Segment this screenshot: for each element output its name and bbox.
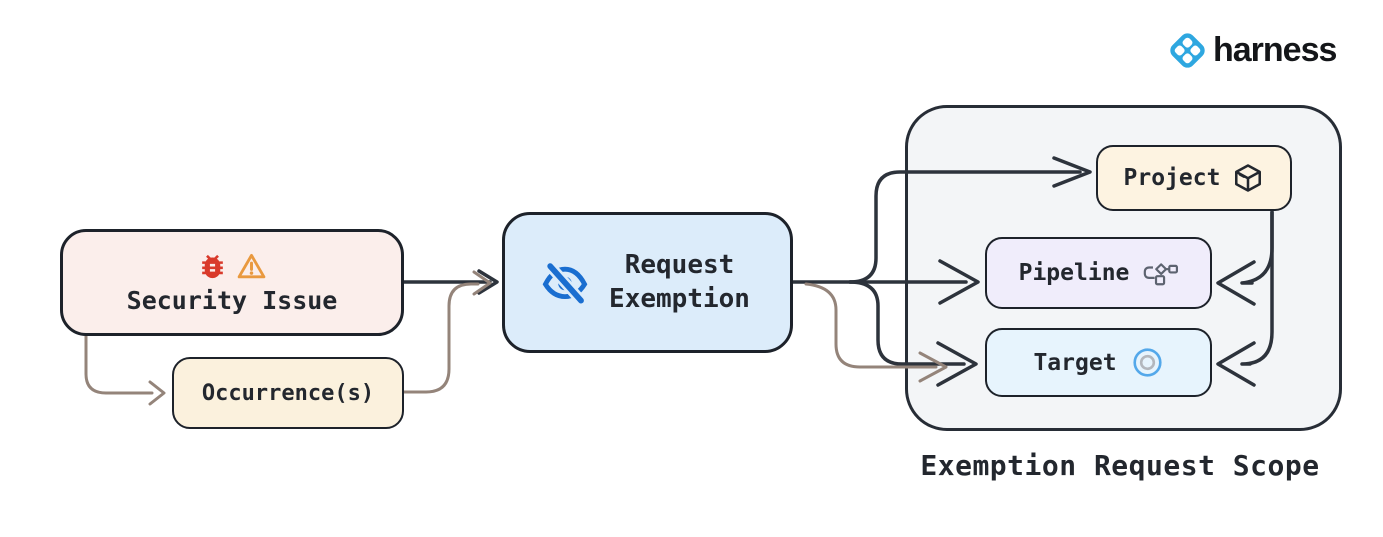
target-label: Target [1033, 349, 1117, 376]
harness-logo-icon [1170, 33, 1205, 68]
project-label: Project [1123, 165, 1221, 191]
warning-icon [237, 253, 266, 278]
node-occurrence: Occurrence(s) [172, 357, 404, 429]
node-pipeline: Pipeline [985, 237, 1212, 309]
target-icon [1132, 348, 1162, 377]
bug-icon [202, 254, 223, 278]
security-issue-label: Security Issue [126, 285, 338, 315]
exemption-scope-title: Exemption Request Scope [920, 449, 1320, 482]
node-request-exemption: Request Exemption [502, 212, 793, 353]
node-project: Project [1096, 145, 1292, 211]
security-issue-icons [197, 251, 267, 282]
node-target: Target [985, 328, 1212, 397]
edge-occurrence-to-request [402, 282, 480, 394]
arrowhead-request-tan [472, 270, 492, 296]
request-exemption-label: Request Exemption [609, 250, 750, 314]
package-cube-icon [1235, 164, 1262, 192]
pipeline-graph-icon [1144, 262, 1179, 285]
arrowhead-occurrence [148, 380, 166, 406]
harness-logo-text: harness [1213, 31, 1337, 69]
edge-security-to-occurrence [84, 334, 154, 395]
harness-logo: harness [1167, 30, 1337, 71]
pipeline-label: Pipeline [1018, 260, 1130, 286]
eye-off-icon [542, 262, 587, 304]
node-security-issue: Security Issue [60, 229, 404, 336]
arrowhead-request-dark [477, 269, 499, 295]
occurrence-label: Occurrence(s) [201, 380, 375, 406]
